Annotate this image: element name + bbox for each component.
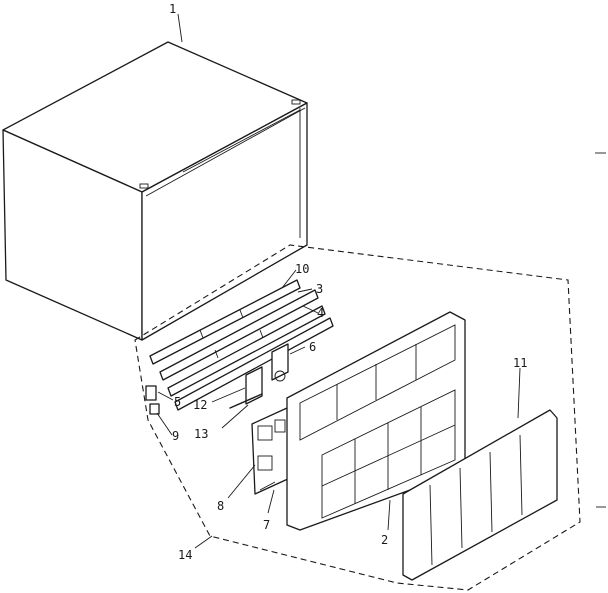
- callout-14: 14: [178, 548, 192, 562]
- leader-lines: [156, 13, 521, 549]
- callout-7: 7: [263, 518, 270, 532]
- filter-part-11: [402, 409, 558, 581]
- callout-8: 8: [217, 499, 224, 513]
- callout-4: 4: [317, 306, 324, 320]
- callout-3: 3: [316, 282, 323, 296]
- callout-1: 1: [169, 2, 176, 16]
- callout-2: 2: [381, 533, 388, 547]
- edge-ticks: [595, 152, 606, 508]
- brackets-parts-6-12-13: [229, 343, 289, 409]
- assembly-outline-part-14: [134, 244, 581, 591]
- callout-9: 9: [172, 429, 179, 443]
- clips-parts-5-9: [145, 385, 160, 415]
- callout-labels: 1 2 3 4 5 6 7 8 9 10 11 12 13 14: [169, 2, 527, 562]
- callout-11: 11: [513, 356, 527, 370]
- callout-12: 12: [193, 398, 207, 412]
- rails-parts-3-4-10: [149, 279, 334, 411]
- callout-10: 10: [295, 262, 309, 276]
- louver-panel-parts-7-8: [251, 407, 291, 495]
- cabinet-part-1: [2, 41, 308, 341]
- callout-5: 5: [174, 395, 181, 409]
- callout-13: 13: [194, 427, 208, 441]
- callout-6: 6: [309, 340, 316, 354]
